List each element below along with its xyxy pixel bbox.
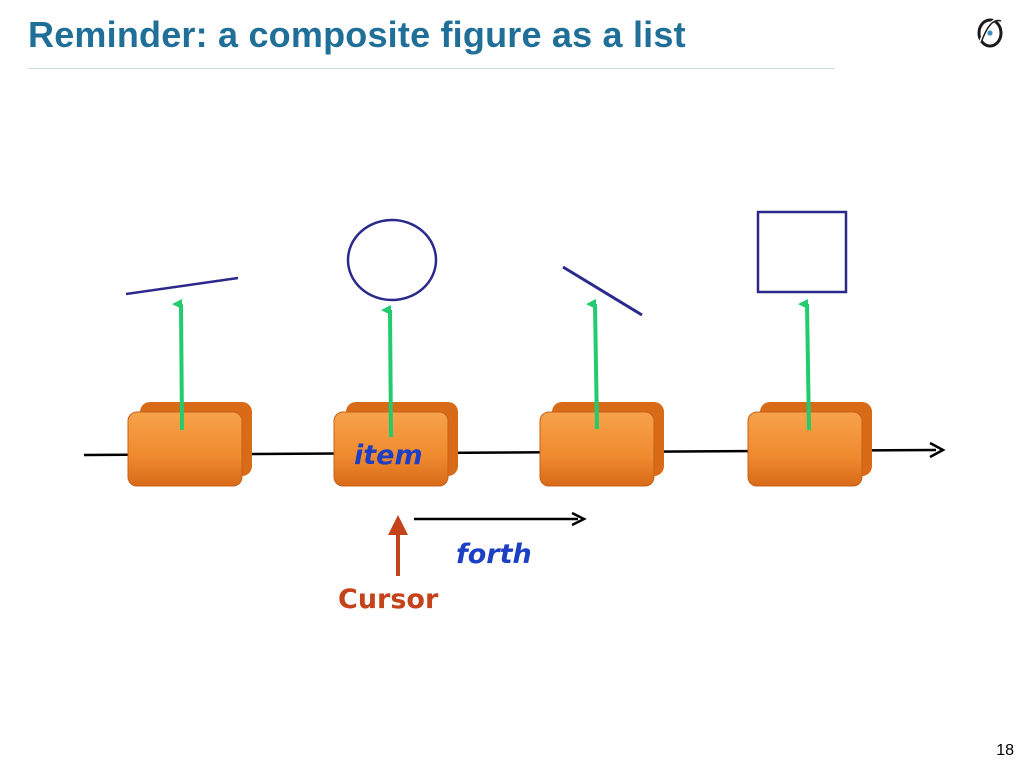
figure-line-segment: [125, 276, 239, 296]
list-node: [539, 402, 664, 487]
cursor-label: Cursor: [338, 584, 439, 615]
figure-circle: [346, 218, 438, 302]
list-node: [333, 402, 458, 487]
page-title: Reminder: a composite figure as a list: [28, 14, 686, 55]
reference-arrow: [586, 298, 599, 430]
eiffel-logo-icon: [977, 18, 1003, 48]
cursor-arrow: [388, 515, 408, 576]
reference-arrow: [381, 304, 393, 438]
figure-square: [756, 210, 848, 294]
figure-diagonal-line: [562, 265, 643, 317]
item-label: item: [354, 440, 423, 471]
list-node: [747, 402, 872, 487]
reference-arrow: [172, 298, 184, 431]
forth-arrow: [414, 511, 587, 527]
reference-arrow: [798, 298, 811, 431]
page-number: 18: [996, 742, 1014, 759]
list-node: [127, 402, 252, 487]
forth-label: forth: [456, 539, 532, 570]
title-divider: [28, 68, 834, 69]
